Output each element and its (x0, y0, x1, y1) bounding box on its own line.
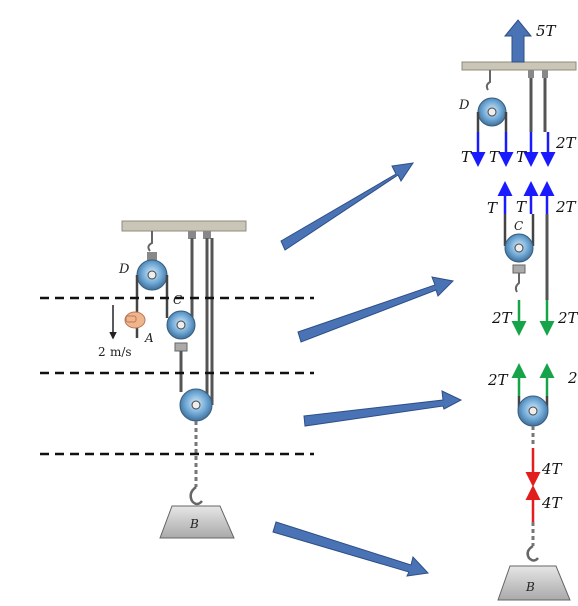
force-d-right: 2T (555, 134, 577, 152)
label-c: C (173, 293, 182, 307)
left-ceiling (121, 220, 247, 232)
force-c-right: 2T (555, 198, 577, 216)
hand-icon (124, 311, 146, 329)
velocity-unit: m/s (110, 345, 132, 359)
fbd-top: 5T D T T T 2T (458, 19, 577, 167)
force-d-left-2: T (489, 148, 500, 166)
label-b: B (189, 517, 199, 531)
connector-arrows (272, 162, 463, 577)
force-chain-down: 4T (541, 460, 563, 478)
force-c-left-2: T (516, 198, 527, 216)
block-b: B (159, 505, 235, 539)
velocity-value: 2 (98, 345, 106, 359)
force-c-bottom-left: 2T (491, 309, 513, 327)
force-d-left-1: T (461, 148, 472, 166)
pulley-c (166, 310, 196, 392)
fbd-pulley-c: T T 2T C 2T 2T (487, 181, 578, 336)
support-force-arrow (503, 19, 533, 63)
left-system: B 2 m/s D C A (98, 220, 247, 539)
fbd-pulley-lower: 2T 2 4T (487, 363, 578, 487)
force-c-left-1: T (487, 199, 498, 217)
connector-arrow-4 (272, 521, 430, 577)
fbd-label-c: C (514, 219, 523, 233)
fbd-label-d: D (458, 98, 470, 113)
force-c-bottom-right: 2T (557, 309, 578, 327)
connector-arrow-1 (280, 162, 415, 251)
connector-arrow-3 (303, 390, 463, 427)
hook-d-hanger (147, 231, 153, 252)
connector-arrow-2 (297, 276, 455, 343)
pulley-d (136, 252, 168, 291)
fbd-block-b: 4T B (497, 485, 571, 601)
label-a: A (144, 331, 154, 345)
label-d: D (118, 262, 130, 277)
force-chain-up: 4T (541, 494, 563, 512)
right-ceiling (461, 61, 577, 71)
fbd-label-b: B (525, 580, 535, 594)
force-top-support: 5T (536, 22, 557, 40)
force-lower-top-right: 2 (567, 369, 578, 387)
pulley-lower (179, 388, 213, 506)
force-d-mid: T (516, 148, 527, 166)
force-lower-top-left: 2T (487, 371, 509, 389)
